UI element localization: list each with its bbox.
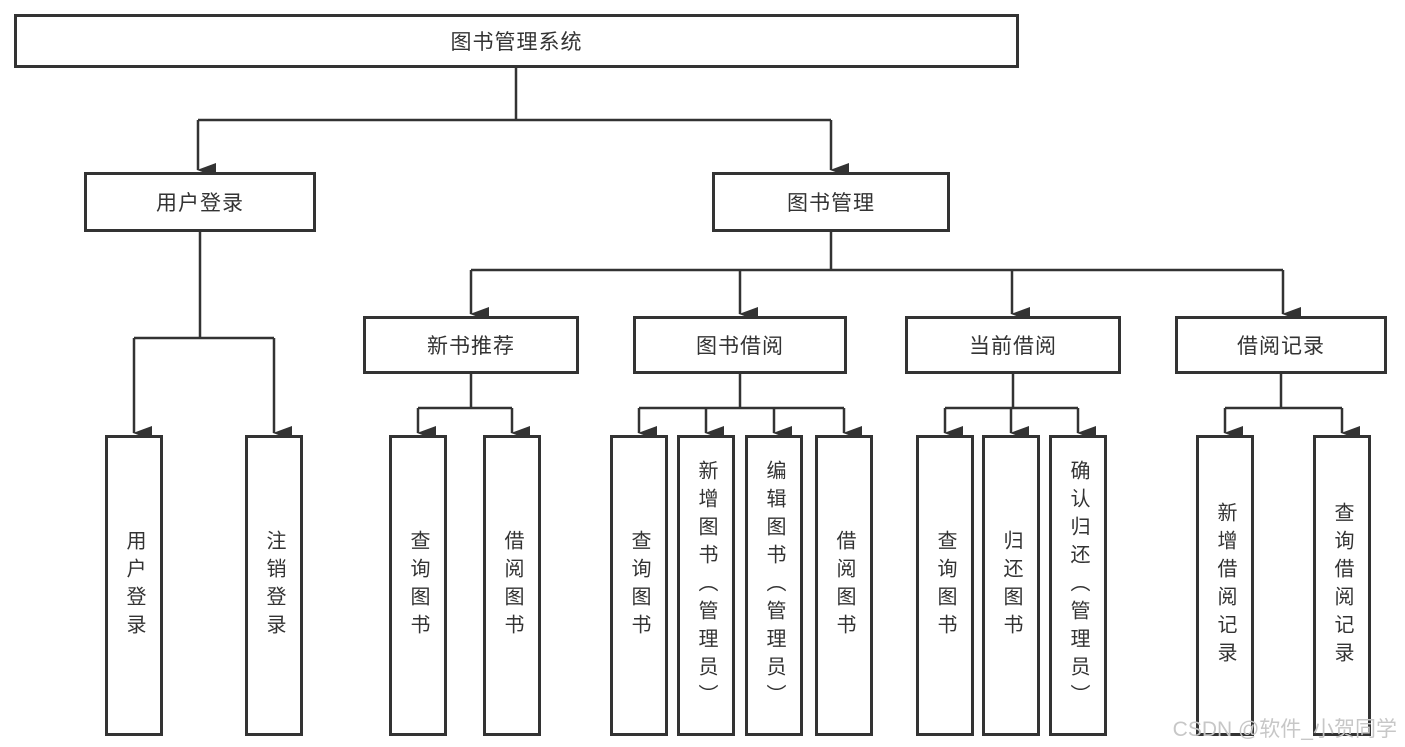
node-label: 图书借阅 bbox=[696, 335, 784, 358]
node-label: 图书管理系统 bbox=[450, 31, 583, 54]
node-book-management: 图书管理 bbox=[712, 172, 950, 232]
leaf-add-books-admin: 新增图书（管理员） bbox=[677, 435, 735, 736]
leaf-label: 编辑图书（管理员） bbox=[763, 459, 785, 712]
node-label: 新书推荐 bbox=[427, 335, 515, 358]
node-current-borrowing: 当前借阅 bbox=[905, 316, 1121, 374]
leaf-user-login: 用户登录 bbox=[105, 435, 163, 736]
leaf-return-books: 归还图书 bbox=[982, 435, 1040, 736]
leaf-label: 注销登录 bbox=[263, 529, 285, 642]
node-label: 借阅记录 bbox=[1237, 335, 1325, 358]
node-library-management-system: 图书管理系统 bbox=[14, 14, 1019, 68]
node-label: 用户登录 bbox=[156, 192, 244, 215]
leaf-borrow-books: 借阅图书 bbox=[483, 435, 541, 736]
leaf-label: 借阅图书 bbox=[501, 529, 523, 642]
leaf-label: 用户登录 bbox=[123, 529, 145, 642]
leaf-label: 借阅图书 bbox=[833, 529, 855, 642]
leaf-label: 查询图书 bbox=[407, 529, 429, 642]
node-book-borrowing: 图书借阅 bbox=[633, 316, 847, 374]
leaf-add-borrow-record: 新增借阅记录 bbox=[1196, 435, 1254, 736]
node-borrowing-records: 借阅记录 bbox=[1175, 316, 1387, 374]
leaf-query-books: 查询图书 bbox=[916, 435, 974, 736]
leaf-logout: 注销登录 bbox=[245, 435, 303, 736]
leaf-edit-books-admin: 编辑图书（管理员） bbox=[745, 435, 803, 736]
node-label: 图书管理 bbox=[787, 192, 875, 215]
node-user-login: 用户登录 bbox=[84, 172, 316, 232]
leaf-query-books: 查询图书 bbox=[389, 435, 447, 736]
leaf-query-books: 查询图书 bbox=[610, 435, 668, 736]
node-label: 当前借阅 bbox=[969, 335, 1057, 358]
leaf-query-borrow-record: 查询借阅记录 bbox=[1313, 435, 1371, 736]
csdn-watermark: CSDN @软件_小贺同学 bbox=[1172, 718, 1397, 741]
leaf-confirm-return-admin: 确认归还（管理员） bbox=[1049, 435, 1107, 736]
node-new-book-recommendation: 新书推荐 bbox=[363, 316, 579, 374]
leaf-label: 确认归还（管理员） bbox=[1067, 459, 1089, 712]
leaf-label: 新增图书（管理员） bbox=[695, 459, 717, 712]
leaf-label: 归还图书 bbox=[1000, 529, 1022, 642]
leaf-label: 查询图书 bbox=[628, 529, 650, 642]
leaf-label: 新增借阅记录 bbox=[1214, 501, 1236, 670]
leaf-label: 查询图书 bbox=[934, 529, 956, 642]
leaf-borrow-books: 借阅图书 bbox=[815, 435, 873, 736]
leaf-label: 查询借阅记录 bbox=[1331, 501, 1353, 670]
